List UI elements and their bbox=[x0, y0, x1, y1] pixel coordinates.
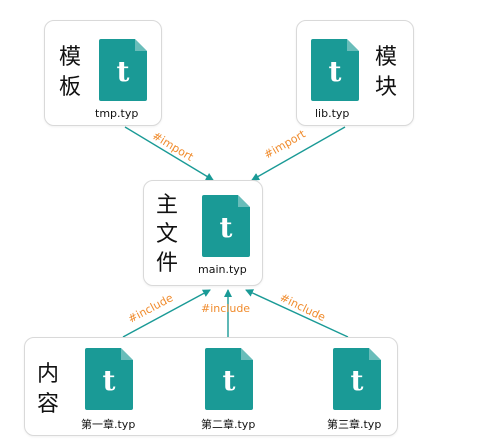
arrow-chapter1-to-main bbox=[122, 289, 211, 338]
typst-file-icon: t bbox=[200, 193, 252, 259]
chapter2-file-name: 第二章.typ bbox=[201, 418, 256, 431]
svg-text:t: t bbox=[103, 364, 116, 397]
module-file-name: lib.typ bbox=[315, 107, 350, 120]
chapter1-file-name: 第一章.typ bbox=[81, 418, 136, 431]
svg-text:t: t bbox=[351, 364, 364, 397]
template-node: 模 板 t tmp.typ bbox=[44, 20, 162, 126]
arrow-module-to-main bbox=[251, 126, 346, 181]
arrow-chapter3-to-main bbox=[245, 289, 349, 338]
chapter3-file-name: 第三章.typ bbox=[327, 418, 382, 431]
module-node: 模 块 t lib.typ bbox=[296, 20, 414, 126]
svg-text:t: t bbox=[220, 211, 233, 244]
typst-file-icon: t bbox=[331, 346, 383, 412]
svg-text:t: t bbox=[117, 55, 130, 88]
svg-text:t: t bbox=[329, 55, 342, 88]
svg-text:t: t bbox=[223, 364, 236, 397]
arrow-template-to-main bbox=[124, 126, 214, 181]
content-node: 内 容 t 第一章.typ t 第二章.typ t 第三章.typ bbox=[24, 337, 398, 436]
typst-file-icon: t bbox=[97, 37, 149, 103]
typst-file-icon: t bbox=[83, 346, 135, 412]
content-title: 内 容 bbox=[37, 362, 60, 417]
typst-file-icon: t bbox=[203, 346, 255, 412]
module-title: 模 块 bbox=[375, 45, 398, 100]
typst-file-icon: t bbox=[309, 37, 361, 103]
template-file-name: tmp.typ bbox=[95, 107, 139, 120]
main-file-name: main.typ bbox=[198, 263, 247, 276]
template-title: 模 板 bbox=[59, 45, 82, 100]
main-title: 主 文 件 bbox=[156, 193, 179, 276]
edge-label-include-mid: #include bbox=[201, 302, 251, 315]
main-node: 主 文 件 t main.typ bbox=[143, 180, 263, 286]
